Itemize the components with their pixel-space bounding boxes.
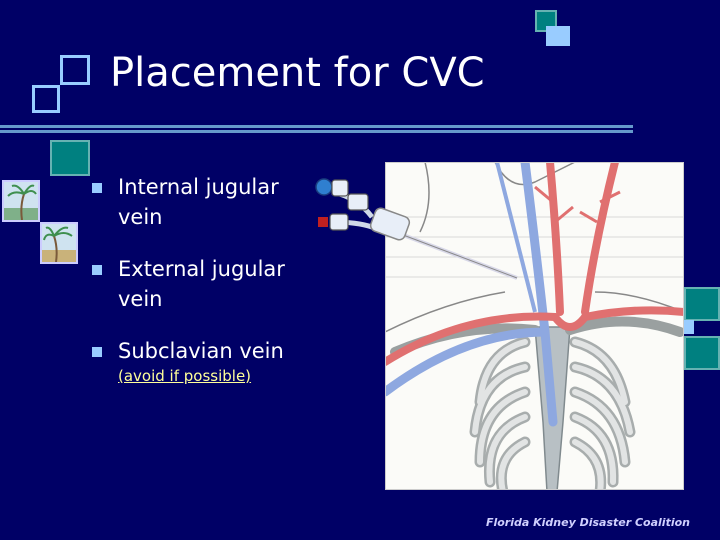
decor-square <box>684 336 720 370</box>
footer-credit: Florida Kidney Disaster Coalition <box>485 516 690 529</box>
decor-square <box>50 140 90 176</box>
bullet-note: (avoid if possible) <box>118 367 252 385</box>
bullet-text: External jugular vein <box>118 257 285 311</box>
catheter-illustration <box>315 178 518 280</box>
palm-tree-thumbnail <box>40 222 78 264</box>
bullet-square-icon <box>92 265 102 275</box>
decor-square <box>546 26 570 46</box>
palm-tree-icon <box>42 224 76 262</box>
bullet-item: External jugular vein <box>92 254 327 314</box>
bullet-square-icon <box>92 183 102 193</box>
bullet-item: Subclavian vein (avoid if possible) <box>92 336 327 386</box>
decor-square <box>684 320 694 334</box>
chest-anatomy-illustration <box>385 162 684 490</box>
decor-square <box>60 55 90 85</box>
palm-tree-thumbnail <box>2 180 40 222</box>
bullet-text: Subclavian vein <box>118 339 284 363</box>
bullet-square-icon <box>92 347 102 357</box>
bullet-list: Internal jugular vein External jugular v… <box>92 172 327 386</box>
chest-anatomy-icon <box>385 162 684 490</box>
bullet-item: Internal jugular vein <box>92 172 327 232</box>
decor-square <box>32 85 60 113</box>
decor-square <box>684 287 720 321</box>
palm-tree-icon <box>4 182 38 220</box>
title-divider <box>0 125 633 133</box>
slide-title: Placement for CVC <box>110 50 485 96</box>
bullet-text: Internal jugular vein <box>118 175 279 229</box>
